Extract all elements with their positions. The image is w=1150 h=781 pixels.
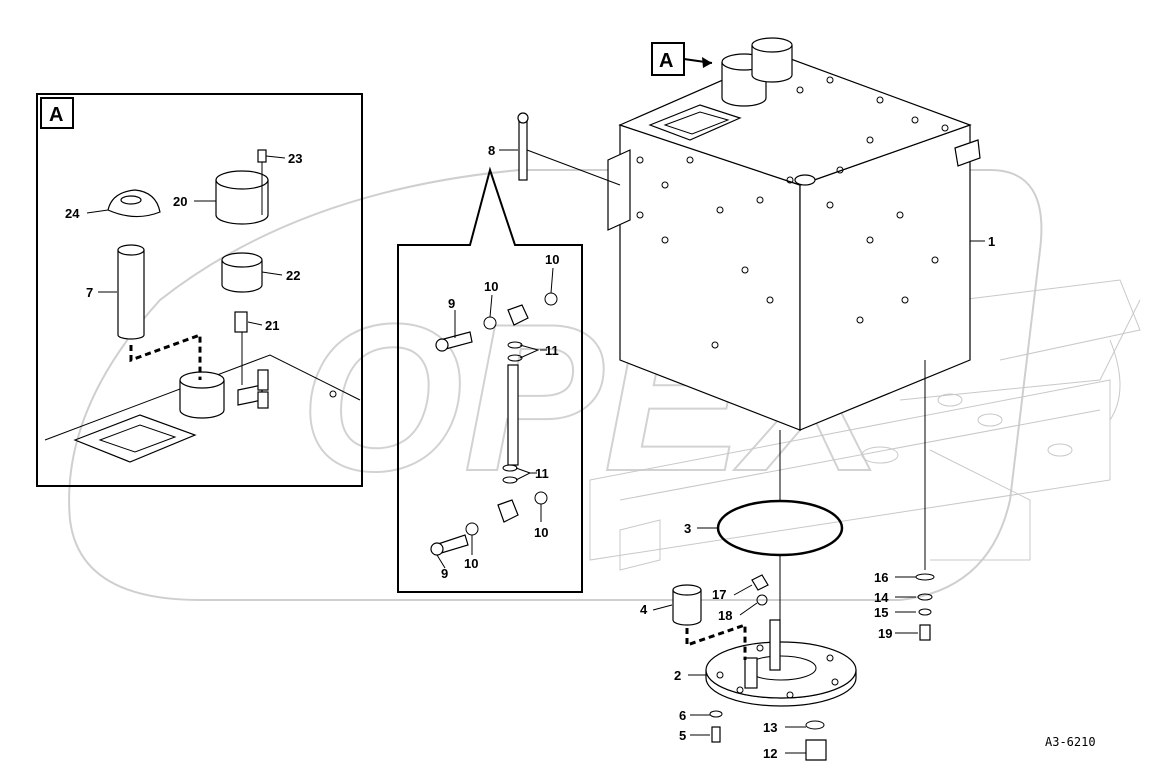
callout-10-c: 10 [534,525,548,540]
callout-17: 17 [712,587,726,602]
callout-8: 8 [488,143,495,158]
callout-10-d: 10 [464,556,478,571]
drawing-code: A3-6210 [1045,735,1096,749]
callout-6: 6 [679,708,686,723]
callout-10-a: 10 [484,279,498,294]
fuel-tank [607,37,981,431]
detail-a-panel: A [36,93,363,487]
callout-12: 12 [763,746,777,761]
machine-frame [589,279,1141,571]
callout-15: 15 [874,605,888,620]
callout-11-lower: 11 [535,466,549,481]
callout-24: 24 [65,206,80,221]
callout-3: 3 [684,521,691,536]
callout-7: 7 [86,285,93,300]
hardware [709,360,935,761]
svg-text:A: A [659,50,673,72]
callout-19: 19 [878,626,892,641]
callout-1: 1 [988,234,995,249]
callout-21: 21 [265,318,279,333]
callout-23: 23 [288,151,302,166]
callout-16: 16 [874,570,888,585]
callout-labels: 1 2 3 4 5 6 7 8 9 9 10 10 10 10 11 11 12… [65,143,995,761]
svg-text:A: A [49,104,63,126]
callout-11-upper: 11 [545,343,559,358]
filter [672,584,747,660]
tank-bolts [636,76,949,349]
callout-18: 18 [718,608,732,623]
callout-20: 20 [173,194,187,209]
callout-5: 5 [679,728,686,743]
callout-10-b: 10 [545,252,559,267]
detail-marker-main: A [651,42,713,76]
callout-9-lower: 9 [441,566,448,581]
callout-2: 2 [674,668,681,683]
callout-4: 4 [640,602,648,617]
suction-flange [705,619,857,707]
hose-detail-panel [397,166,583,593]
callout-9-upper: 9 [448,296,455,311]
hose-item [517,112,621,186]
callout-14: 14 [874,590,889,605]
callout-13: 13 [763,720,777,735]
leader-lines [86,149,985,754]
callout-22: 22 [286,268,300,283]
